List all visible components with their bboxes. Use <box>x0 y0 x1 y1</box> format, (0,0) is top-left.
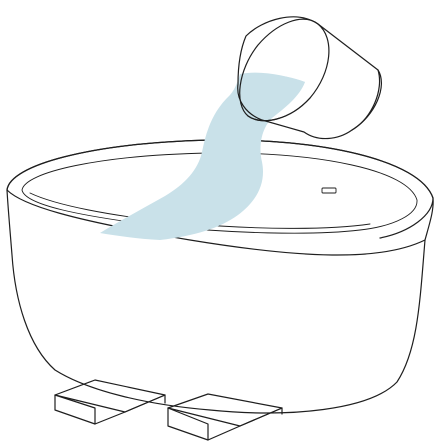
drain-overflow-icon <box>321 187 337 194</box>
wooden-block-icon <box>54 379 166 425</box>
water-stream-icon <box>100 72 305 240</box>
wooden-block-icon <box>167 393 283 441</box>
